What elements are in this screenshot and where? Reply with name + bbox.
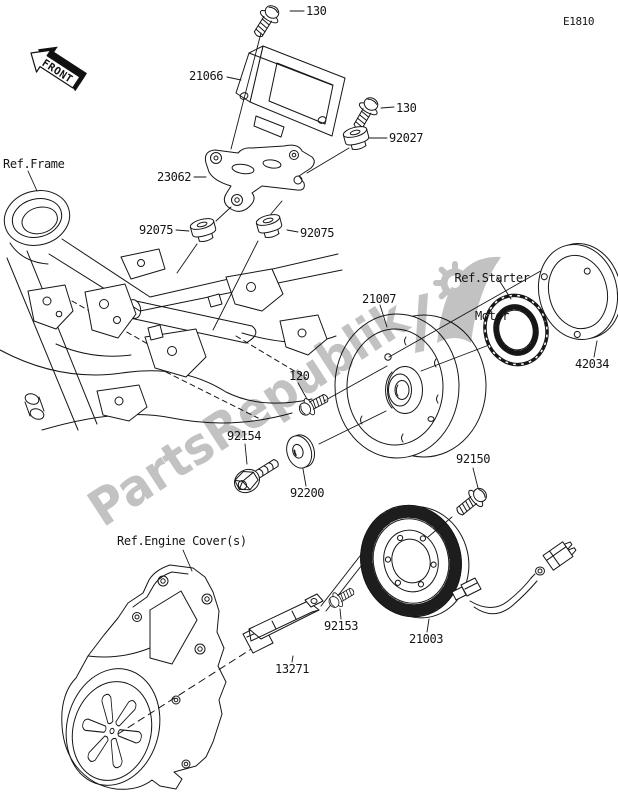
stator-21003 (360, 504, 577, 619)
grommet-92075-right (254, 211, 285, 241)
watermark-logo (415, 256, 501, 353)
starter-clutch (483, 293, 549, 367)
part-label-92153: 92153 (324, 619, 359, 633)
part-label-130-right: 130 (396, 101, 417, 115)
flange-bolt-92154 (234, 459, 279, 494)
part-label-23062: 23062 (157, 170, 192, 184)
diagram-code: E1810 (563, 15, 595, 28)
part-label-21007: 21007 (362, 292, 397, 306)
part-label-130-top: 130 (306, 4, 327, 18)
gear-icon (433, 261, 477, 305)
pickup-coil-13271 (242, 546, 373, 654)
damper-92027 (341, 123, 372, 153)
part-label-21066: 21066 (189, 69, 224, 83)
part-label-92154: 92154 (227, 429, 262, 443)
part-label-92150: 92150 (456, 452, 491, 466)
screw-92153 (325, 583, 358, 612)
construction-lines (318, 267, 547, 538)
ref-label-engine-cover: Ref.Engine Cover(s) (117, 534, 247, 548)
frame-drawing (0, 190, 343, 431)
grommet-92075-left (188, 215, 219, 245)
ref-label-starter-line2: Motor (474, 308, 510, 323)
ref-label-frame: Ref.Frame (3, 157, 65, 171)
cover-ring-42034 (537, 243, 618, 341)
regulator-box-21066 (235, 45, 346, 138)
part-label-120: 120 (289, 369, 310, 383)
ref-label-starter-motor: Ref.Starter Motor (449, 247, 535, 348)
bolt-130-top (248, 1, 285, 42)
part-label-92075-right: 92075 (300, 226, 335, 240)
part-label-92200: 92200 (290, 486, 325, 500)
engine-cover-drawing (61, 564, 257, 790)
part-label-92075-left: 92075 (139, 223, 174, 237)
leader-lines (27, 10, 598, 663)
part-label-92027: 92027 (389, 131, 424, 145)
part-label-21003: 21003 (409, 632, 444, 646)
washer-92200 (286, 434, 315, 469)
hardware (188, 1, 492, 612)
bracket-23062 (204, 144, 315, 212)
bolt-92150 (451, 482, 492, 521)
part-label-42034: 42034 (575, 357, 610, 371)
flywheel-21007 (334, 313, 487, 459)
front-arrow: FRONT (30, 46, 87, 92)
part-label-13271: 13271 (275, 662, 310, 676)
ref-label-starter-line1: Ref.Starter (454, 271, 530, 286)
